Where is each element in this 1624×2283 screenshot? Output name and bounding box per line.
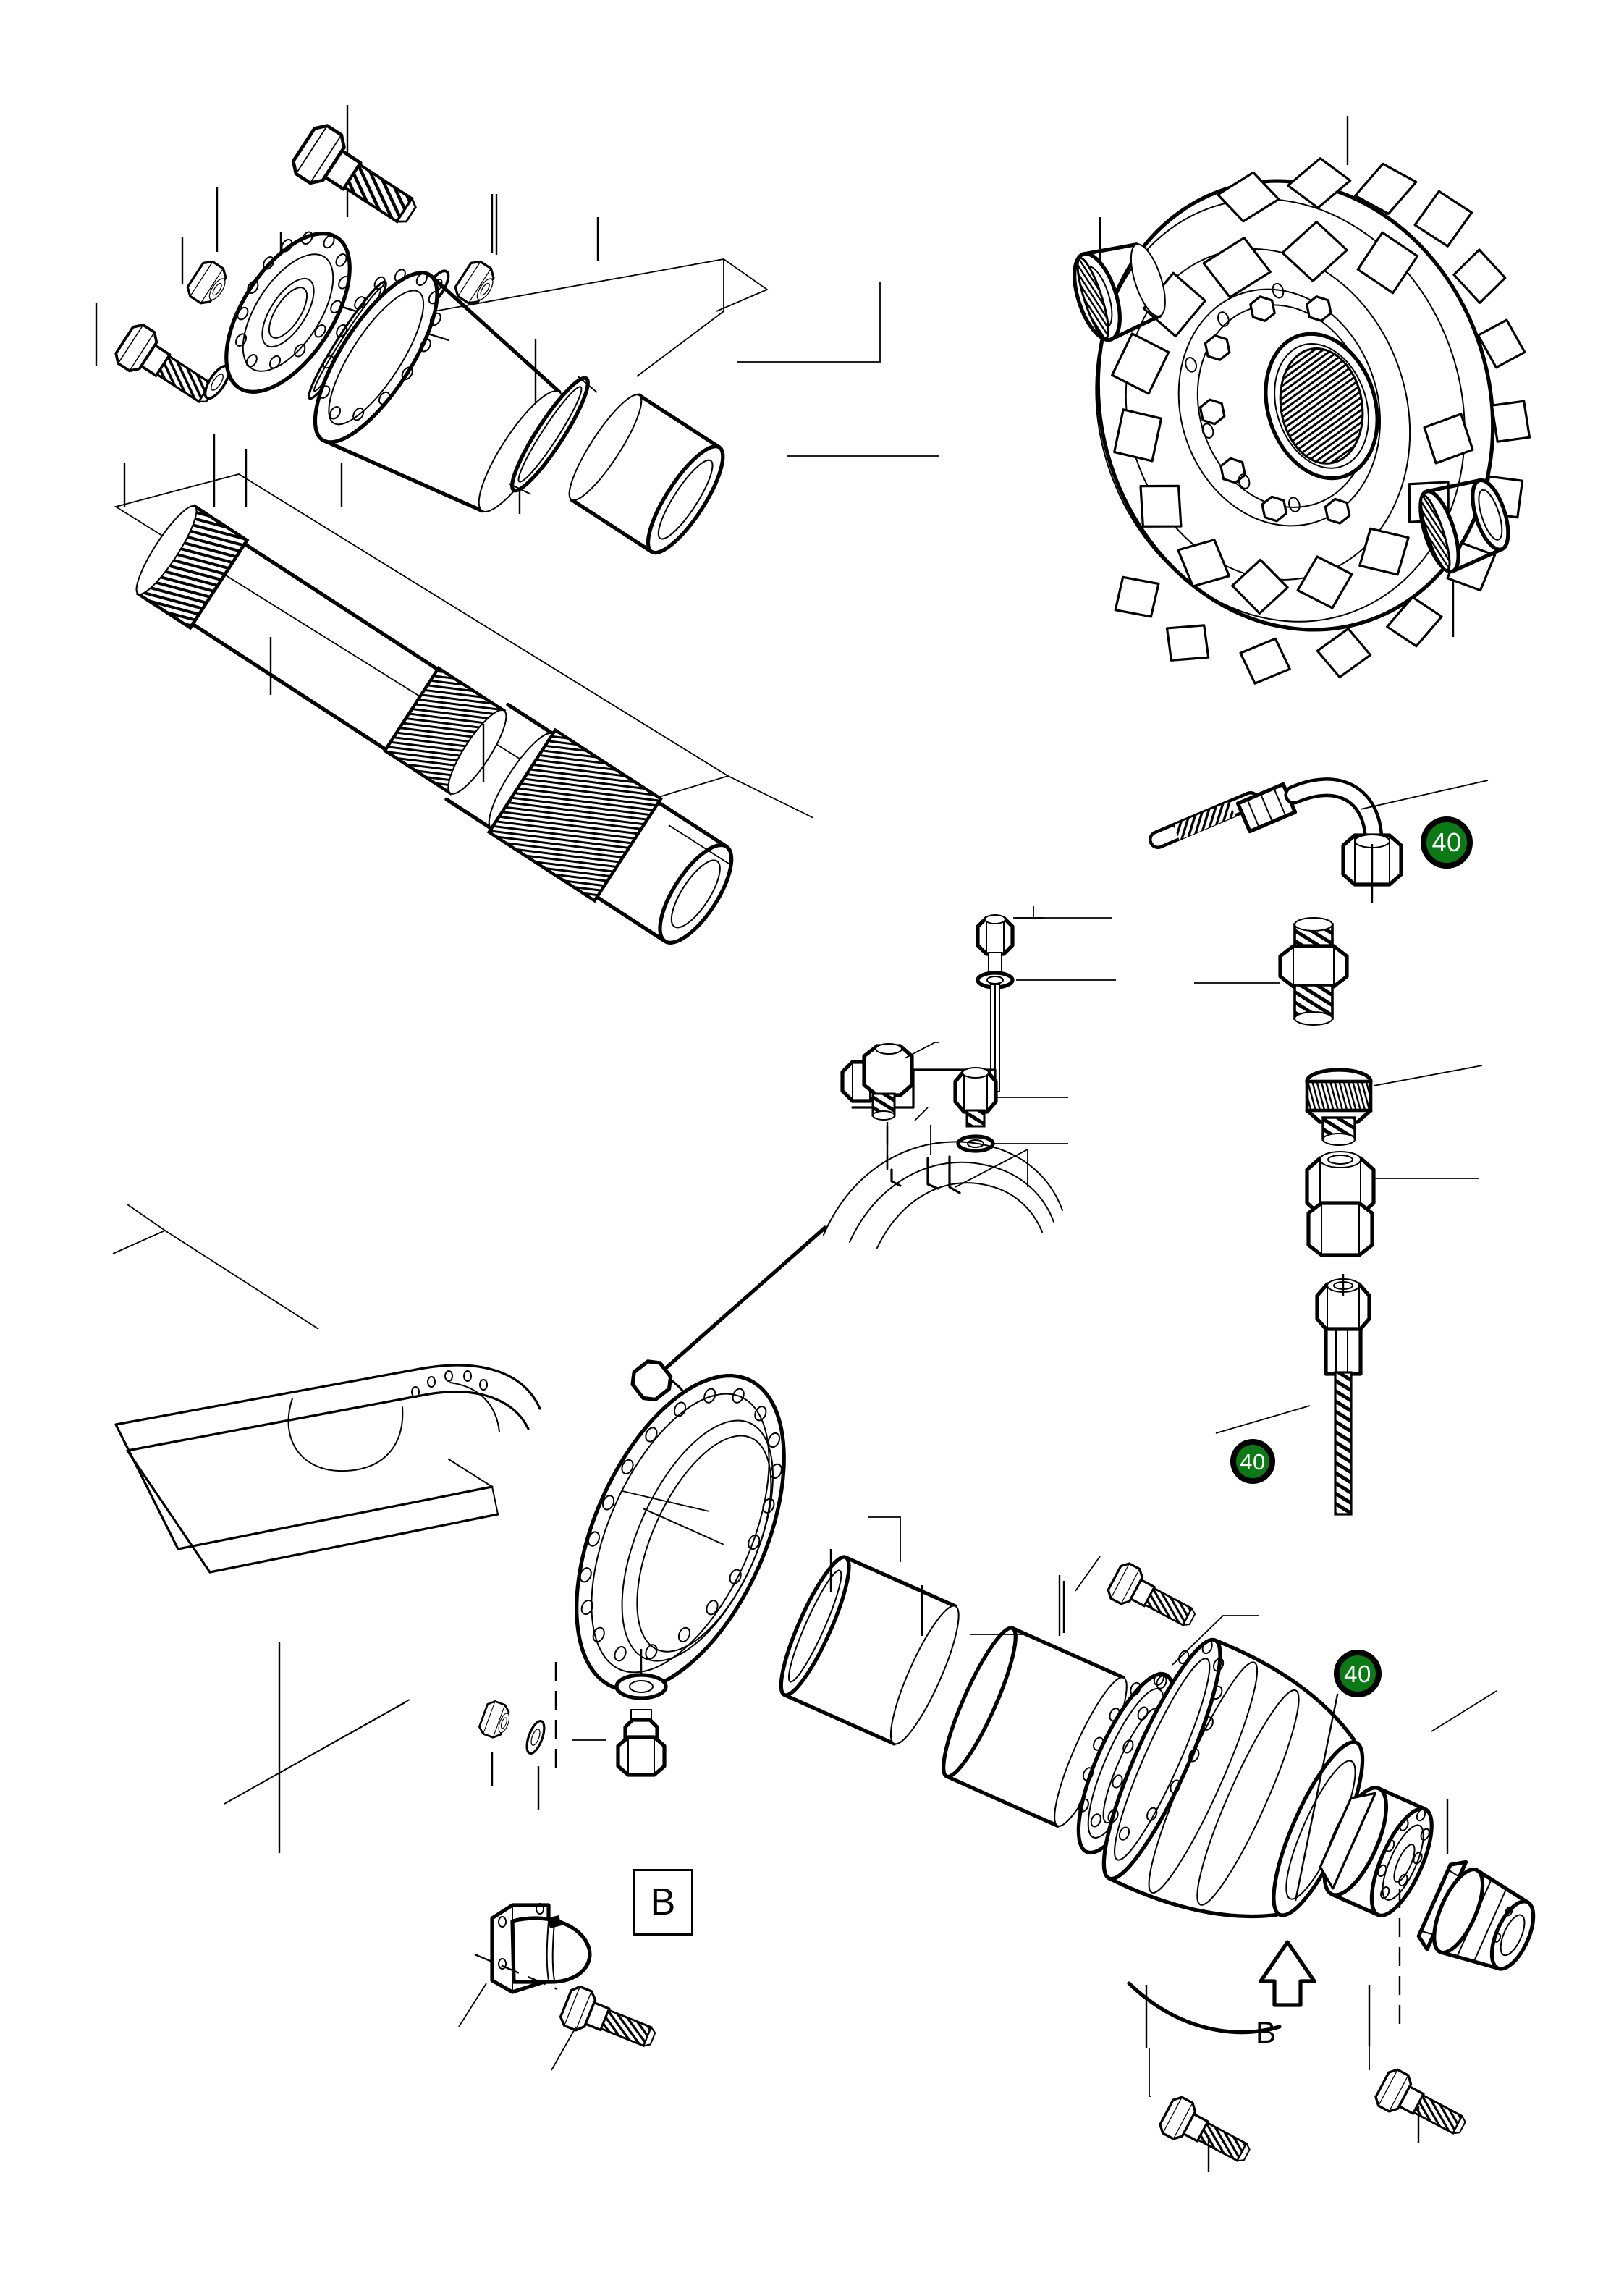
callout-leader-line: [1294, 1693, 1339, 1902]
mid-small-hardware: [823, 906, 1116, 1249]
view-direction-letter: B: [1256, 2015, 1277, 2049]
callout-badge-40-upper-right[interactable]: 40: [1421, 816, 1473, 869]
callout-badge-40-lower-right[interactable]: 40: [1334, 1650, 1382, 1697]
detail-callout-box-b[interactable]: B: [633, 1869, 693, 1936]
callout-badge-40-middle-right[interactable]: 40: [1230, 1439, 1275, 1484]
detail-callout-letter: B: [650, 1881, 676, 1923]
callout-badge-label: 40: [1240, 1448, 1266, 1474]
axle-drive-shaft: [114, 473, 814, 945]
planetary-carrier-assembly: [1073, 116, 1531, 685]
axle-housing-beam: [112, 1204, 541, 1574]
callout-badge-label: 40: [1431, 827, 1462, 857]
view-direction-arrow-b: [1259, 1940, 1316, 2007]
hose-and-fittings-column: [1149, 777, 1489, 1516]
callout-badge-label: 40: [1344, 1660, 1371, 1687]
lower-main-assembly: [224, 1225, 1536, 2174]
detail-b-clamp-bracket: [458, 1903, 662, 2071]
view-direction-label-b: B: [1256, 2017, 1276, 2048]
upper-left-hub-assembly: [95, 105, 939, 555]
